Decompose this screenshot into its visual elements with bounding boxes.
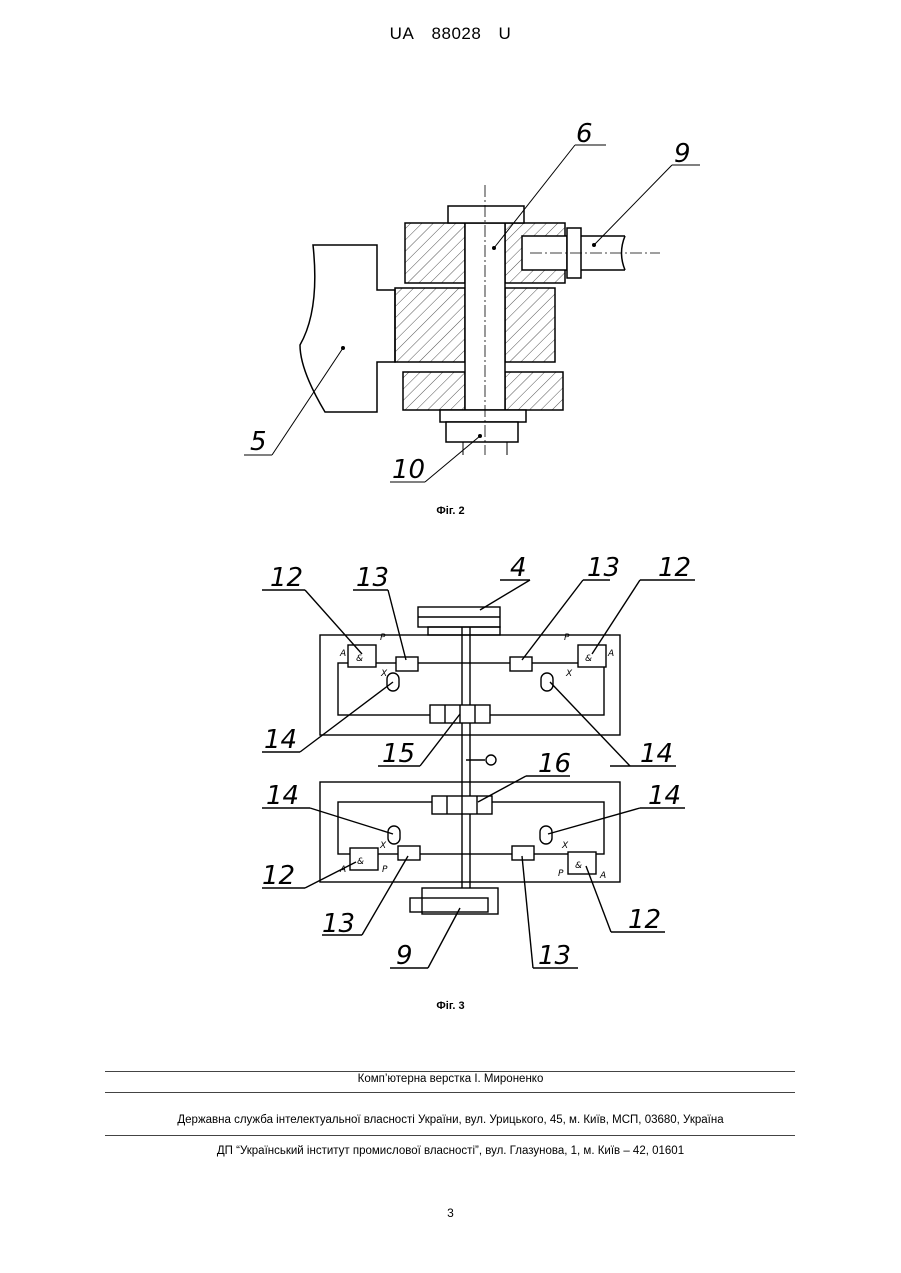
shaft-washer <box>440 410 526 422</box>
footer-institute: ДП “Український інститут промислової вла… <box>0 1145 901 1157</box>
check-valve-13-upper-right <box>510 657 532 671</box>
port-p: P <box>382 865 388 875</box>
port-x: X <box>565 669 573 679</box>
port-x: X <box>561 841 569 851</box>
port-a: A <box>339 865 346 875</box>
port-p: P <box>564 633 570 643</box>
and-symbol: & <box>356 654 363 664</box>
port-p: P <box>558 869 564 879</box>
pressure-source <box>486 755 496 765</box>
and-symbol: & <box>585 654 592 664</box>
and-symbol: & <box>357 857 364 867</box>
body-part-5 <box>300 245 395 412</box>
lower-block-left <box>403 372 465 410</box>
page-number: 3 <box>0 1206 901 1220</box>
port-a: A <box>339 649 346 659</box>
figure-3-caption: Фіг. 3 <box>0 1000 901 1012</box>
figure-2-caption: Фіг. 2 <box>0 505 901 517</box>
middle-block-right <box>505 288 555 362</box>
label-16: 16 <box>538 749 571 779</box>
port-a: A <box>607 649 614 659</box>
check-valve-13-lower-left <box>398 846 420 860</box>
label-5: 5 <box>250 427 267 457</box>
header-number: 88028 <box>432 24 482 43</box>
label-12: 12 <box>628 905 661 935</box>
header-kind: U <box>499 24 512 43</box>
cylinder-9 <box>422 888 498 914</box>
label-12: 12 <box>262 861 295 891</box>
label-4: 4 <box>510 553 527 583</box>
lower-block-right <box>505 372 563 410</box>
check-valve-13-upper-left <box>396 657 418 671</box>
footer-agency: Державна служба інтелектуальної власност… <box>0 1114 901 1126</box>
figure-3-drawing: & & & & A P X A P X A P X A P X 12 13 4 … <box>0 545 901 985</box>
label-10: 10 <box>392 455 425 485</box>
label-15: 15 <box>382 739 415 769</box>
figure-2-drawing: 5 6 9 10 <box>0 110 901 500</box>
label-13: 13 <box>587 553 620 583</box>
footer-rule <box>105 1135 795 1136</box>
label-13: 13 <box>538 941 571 971</box>
throttle-14-lower-left <box>388 826 400 844</box>
label-9: 9 <box>674 139 691 169</box>
upper-block-left <box>405 223 465 283</box>
label-13: 13 <box>322 909 355 939</box>
port-x: X <box>380 669 388 679</box>
label-14: 14 <box>648 781 681 811</box>
port-a: A <box>599 871 606 881</box>
header-country: UA <box>390 24 415 43</box>
label-13: 13 <box>356 563 389 593</box>
label-6: 6 <box>576 119 593 149</box>
label-12: 12 <box>658 553 691 583</box>
label-9: 9 <box>396 941 413 971</box>
footer-typeset: Комп’ютерна верстка І. Мироненко <box>0 1073 901 1085</box>
shaft-head <box>448 206 524 223</box>
and-symbol: & <box>575 861 582 871</box>
middle-block-left <box>395 288 465 362</box>
check-valve-13-lower-right <box>512 846 534 860</box>
port-x: X <box>379 841 387 851</box>
footer-rule <box>105 1071 795 1072</box>
label-14: 14 <box>266 781 299 811</box>
label-14: 14 <box>640 739 673 769</box>
throttle-14-lower-right <box>540 826 552 844</box>
label-12: 12 <box>270 563 303 593</box>
patent-header: UA 88028 U <box>0 24 901 44</box>
label-14: 14 <box>264 725 297 755</box>
nut-10 <box>446 422 518 442</box>
throttle-14-upper-right <box>541 673 553 691</box>
footer-rule <box>105 1092 795 1093</box>
port-p: P <box>380 633 386 643</box>
